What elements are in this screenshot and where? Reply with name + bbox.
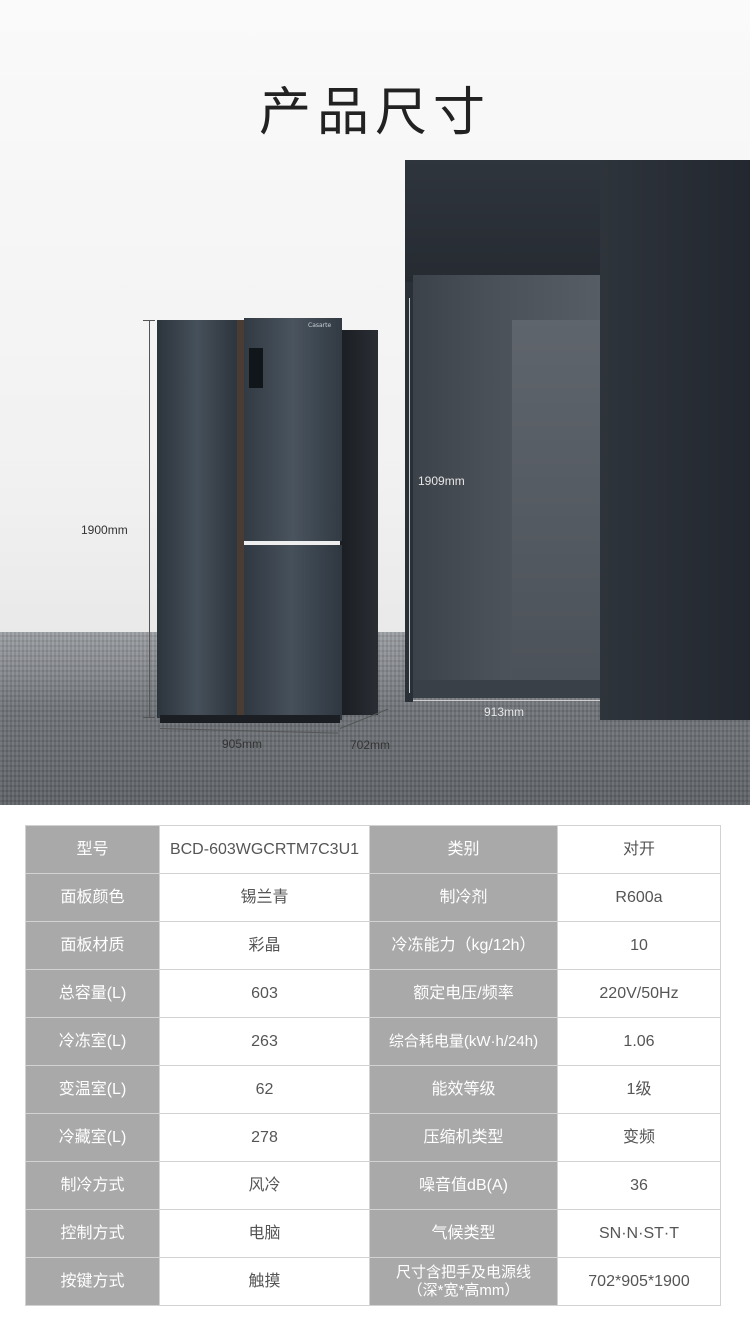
fridge-base (160, 715, 340, 723)
fridge-depth-label: 702mm (350, 738, 391, 752)
spec-value: 彩晶 (159, 921, 370, 970)
spec-label-line1: 尺寸含把手及电源线 (395, 1263, 531, 1281)
spec-label: 气候类型 (369, 1209, 558, 1258)
niche-back-wall (512, 320, 600, 680)
fridge-height-line (149, 320, 150, 718)
spec-label: 变温室(L) (25, 1065, 160, 1114)
spec-label: 冷藏室(L) (25, 1113, 160, 1162)
spec-value: 风冷 (159, 1161, 370, 1210)
spec-label: 冷冻室(L) (25, 1017, 160, 1066)
spec-value: 1级 (557, 1065, 721, 1114)
spec-value: 变频 (557, 1113, 721, 1162)
spec-table: 型号 BCD-603WGCRTM7C3U1 类别 对开 面板颜色 锡兰青 制冷剂… (25, 825, 721, 1306)
spec-label: 面板材质 (25, 921, 160, 970)
spec-label: 型号 (25, 825, 160, 874)
table-row: 控制方式 电脑 气候类型 SN·N·ST·T (25, 1209, 721, 1258)
spec-value: 对开 (557, 825, 721, 874)
cabinet-right (600, 160, 750, 720)
spec-value: 278 (159, 1113, 370, 1162)
fridge-side-panel (340, 330, 378, 715)
spec-label: 噪音值dB(A) (369, 1161, 558, 1210)
fridge-left-door (157, 320, 237, 718)
spec-value: 锡兰青 (159, 873, 370, 922)
table-row: 面板颜色 锡兰青 制冷剂 R600a (25, 873, 721, 922)
spec-value: R600a (557, 873, 721, 922)
table-row: 冷冻室(L) 263 综合耗电量(kW·h/24h) 1.06 (25, 1017, 721, 1066)
table-row: 制冷方式 风冷 噪音值dB(A) 36 (25, 1161, 721, 1210)
niche-width-label: 913mm (484, 705, 525, 719)
table-row: 按键方式 触摸 尺寸含把手及电源线 （深*宽*高mm） 702*905*1900 (25, 1257, 721, 1306)
spec-label: 制冷剂 (369, 873, 558, 922)
spec-label: 制冷方式 (25, 1161, 160, 1210)
spec-label: 控制方式 (25, 1209, 160, 1258)
table-row: 冷藏室(L) 278 压缩机类型 变频 (25, 1113, 721, 1162)
spec-value: 1.06 (557, 1017, 721, 1066)
spec-label-line2: （深*宽*高mm） (407, 1281, 520, 1299)
spec-value: 62 (159, 1065, 370, 1114)
spec-value: 220V/50Hz (557, 969, 721, 1018)
spec-value: 电脑 (159, 1209, 370, 1258)
spec-label: 面板颜色 (25, 873, 160, 922)
fridge-height-tick-top (143, 320, 155, 321)
spec-label: 总容量(L) (25, 969, 160, 1018)
fridge-height-tick-bottom (143, 717, 155, 718)
spec-value: SN·N·ST·T (557, 1209, 721, 1258)
fridge-brand-logo: Casarte (308, 322, 332, 329)
fridge-width-label: 905mm (222, 737, 263, 751)
spec-value: 触摸 (159, 1257, 370, 1306)
niche-height-label: 1909mm (418, 474, 465, 488)
spec-value: 10 (557, 921, 721, 970)
table-row: 变温室(L) 62 能效等级 1级 (25, 1065, 721, 1114)
table-row: 型号 BCD-603WGCRTM7C3U1 类别 对开 (25, 825, 721, 874)
spec-value: 702*905*1900 (557, 1257, 721, 1306)
niche-floor (413, 680, 600, 698)
spec-label: 能效等级 (369, 1065, 558, 1114)
spec-label: 类别 (369, 825, 558, 874)
fridge-right-lower-door (240, 545, 342, 720)
fridge-handle (237, 320, 244, 720)
table-row: 总容量(L) 603 额定电压/频率 220V/50Hz (25, 969, 721, 1018)
niche-height-line (409, 298, 410, 693)
spec-label: 冷冻能力（kg/12h） (369, 921, 558, 970)
niche-width-line (413, 700, 600, 701)
page-title: 产品尺寸 (258, 83, 491, 143)
spec-label: 综合耗电量(kW·h/24h) (369, 1017, 558, 1066)
spec-label-two-line: 尺寸含把手及电源线 （深*宽*高mm） (369, 1257, 558, 1306)
fridge-height-label: 1900mm (81, 523, 128, 537)
spec-label: 压缩机类型 (369, 1113, 558, 1162)
spec-value: 603 (159, 969, 370, 1018)
table-row: 面板材质 彩晶 冷冻能力（kg/12h） 10 (25, 921, 721, 970)
fridge-control-panel (249, 348, 263, 388)
spec-label: 按键方式 (25, 1257, 160, 1306)
product-hero: 产品尺寸 Casarte 1900mm 905mm 702mm 1909mm 9… (0, 0, 750, 805)
spec-value: 36 (557, 1161, 721, 1210)
spec-value: 263 (159, 1017, 370, 1066)
spec-label: 额定电压/频率 (369, 969, 558, 1018)
spec-value: BCD-603WGCRTM7C3U1 (159, 825, 370, 874)
